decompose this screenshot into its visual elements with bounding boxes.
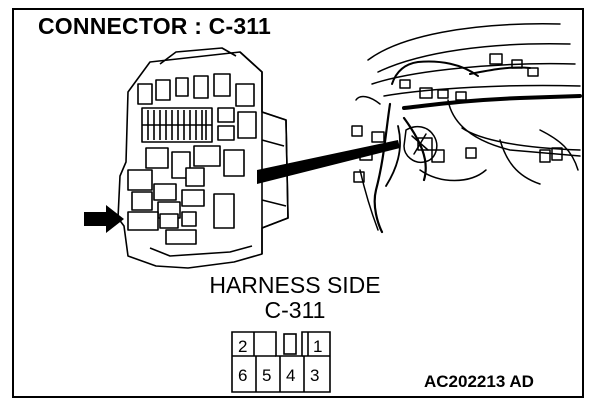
harness-connector-id: C-311 [264,297,326,323]
pin-4-label: 4 [286,366,295,385]
pin-3-label: 3 [310,366,319,385]
connector-face [231,331,331,393]
diagram-frame [12,8,584,398]
callout-wedge-icon [257,140,400,184]
pin-6-label: 6 [238,366,247,385]
vehicle-harness-view [351,23,582,234]
junction-block [117,47,289,269]
drawing-code: AC202213 AD [424,372,534,391]
harness-side-text: HARNESS SIDE [209,272,381,298]
pin-2-label: 2 [238,337,247,356]
pointer-arrow-icon [84,205,124,233]
pin-1-label: 1 [313,337,322,356]
pin-5-label: 5 [262,366,271,385]
harness-side-label: HARNESS SIDE C-311 [180,273,410,323]
connector-title: CONNECTOR : C-311 [38,13,272,39]
